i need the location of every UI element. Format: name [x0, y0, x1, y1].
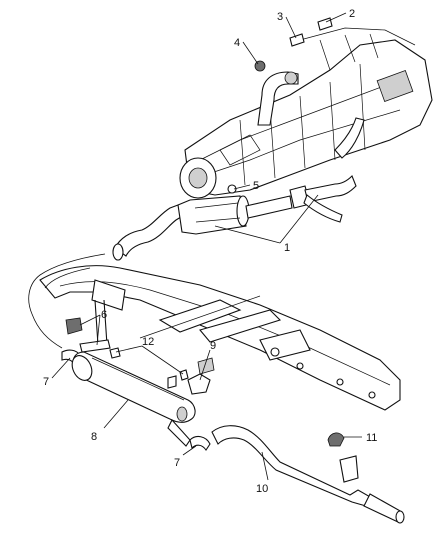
callout-2: 2 [349, 8, 355, 20]
callouts: 1 2 3 4 5 6 7 7 8 9 10 11 12 [43, 8, 377, 495]
callout-11: 11 [366, 432, 377, 444]
callout-9: 9 [210, 340, 216, 352]
front-exhaust-pipe [257, 71, 365, 159]
callout-5: 5 [253, 180, 259, 192]
callout-3: 3 [277, 11, 283, 23]
callout-8: 8 [91, 431, 97, 443]
transmission-assembly [179, 27, 433, 199]
callout-10: 10 [256, 483, 268, 495]
catalytic-converter-pipe [112, 175, 357, 261]
vehicle-frame [39, 265, 401, 411]
callout-6: 6 [101, 309, 107, 321]
tailpipe [211, 425, 405, 524]
leader-lines [51, 12, 362, 481]
callout-7-upper: 7 [43, 376, 49, 388]
callout-1: 1 [284, 242, 290, 254]
callout-12: 12 [142, 336, 154, 348]
callout-7-lower: 7 [174, 457, 180, 469]
clamp-lower [189, 435, 211, 451]
callout-4: 4 [234, 37, 240, 49]
hangers [61, 299, 345, 447]
muffler [71, 351, 196, 447]
intermediate-pipe [28, 253, 106, 349]
